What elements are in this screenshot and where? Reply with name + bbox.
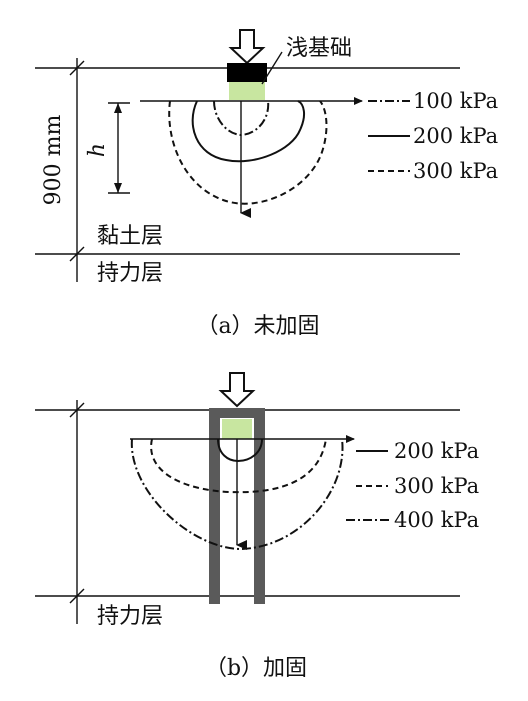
legend-b-label-200: 200 kPa <box>394 439 479 463</box>
bulb-100kpa-a <box>213 100 270 137</box>
legend-a: 100 kPa 200 kPa 300 kPa <box>368 89 498 183</box>
legend-a-label-200: 200 kPa <box>413 124 498 148</box>
depth-dimension-b <box>69 400 85 624</box>
caption-b: （b）加固 <box>205 656 307 681</box>
pile-cap <box>209 408 265 418</box>
legend-b-label-300: 300 kPa <box>394 474 479 498</box>
depth-label: 900 mm <box>41 115 66 206</box>
legend-b-label-400: 400 kPa <box>394 508 479 532</box>
bulb-200kpa-b <box>217 438 263 463</box>
bulb-300kpa-a <box>168 100 328 205</box>
panel-a: 900 mm h 浅基础 黏土层 持力层 10 <box>35 29 498 339</box>
clay-layer-label: 黏土层 <box>97 224 163 249</box>
caption-a: （a）未加固 <box>196 314 319 339</box>
panel-b: 持力层 200 kPa 300 kPa 400 kPa （b）加固 <box>35 372 479 681</box>
shallow-foundation-black <box>227 63 267 82</box>
legend-a-label-100: 100 kPa <box>413 89 498 113</box>
pile-right <box>254 408 265 604</box>
foundation-block-b <box>222 419 252 439</box>
foundation-label: 浅基础 <box>286 36 352 61</box>
bulb-200kpa-a <box>191 100 306 163</box>
bulb-300kpa-b <box>150 438 327 494</box>
load-arrow-icon <box>228 29 266 65</box>
h-label: h <box>85 143 110 157</box>
shallow-foundation-green <box>229 82 265 100</box>
load-arrow-b-icon <box>218 372 256 408</box>
depth-dimension-a <box>69 58 85 282</box>
foundation-leader <box>261 51 283 85</box>
h-dimension <box>108 102 130 194</box>
bearing-layer-label-a: 持力层 <box>97 261 163 286</box>
legend-a-label-300: 300 kPa <box>413 159 498 183</box>
pile-left <box>209 408 220 604</box>
legend-b: 200 kPa 300 kPa 400 kPa <box>346 439 479 532</box>
bearing-layer-label-b: 持力层 <box>97 604 163 629</box>
